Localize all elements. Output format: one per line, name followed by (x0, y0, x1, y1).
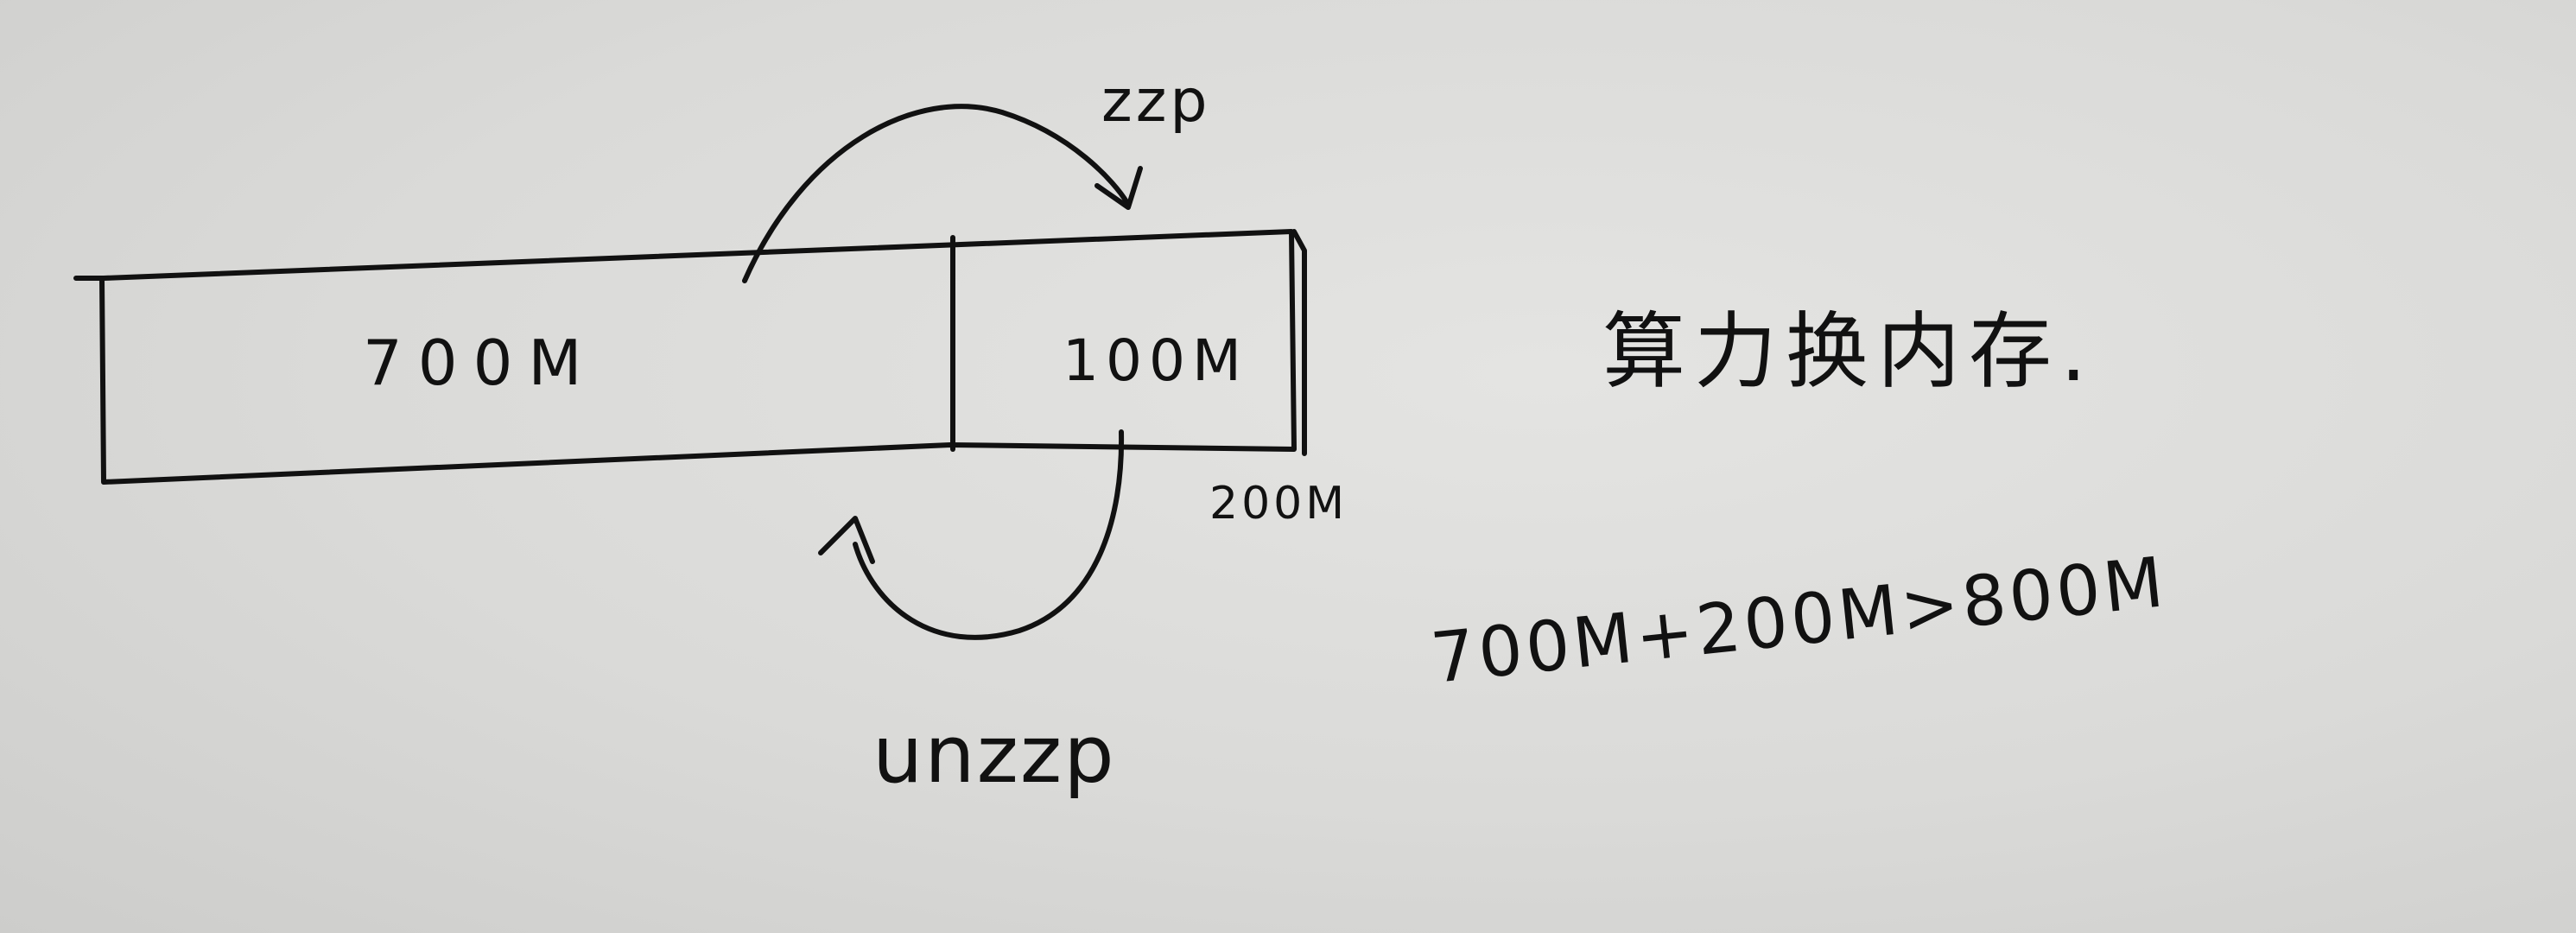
right-block-label: 100M (1063, 327, 1248, 394)
top-arrow-label: zzp (1101, 67, 1211, 136)
bottom-arrow-curve (853, 429, 1125, 640)
bottom-arrow-head (818, 516, 875, 564)
left-block-label: 700M (363, 327, 598, 399)
equation-note: 700M+200M>800M (1427, 542, 2170, 699)
bar-right-tail (1291, 229, 1307, 456)
bottom-arrow-label: unzzp (872, 708, 1116, 801)
total-mark-label: 200M (1209, 478, 1348, 530)
note-title: 算力换内存. (1602, 303, 2096, 400)
top-arrow-curve (742, 104, 1130, 283)
top-arrow-head (1094, 166, 1143, 210)
memory-bar-outline (73, 229, 1297, 485)
